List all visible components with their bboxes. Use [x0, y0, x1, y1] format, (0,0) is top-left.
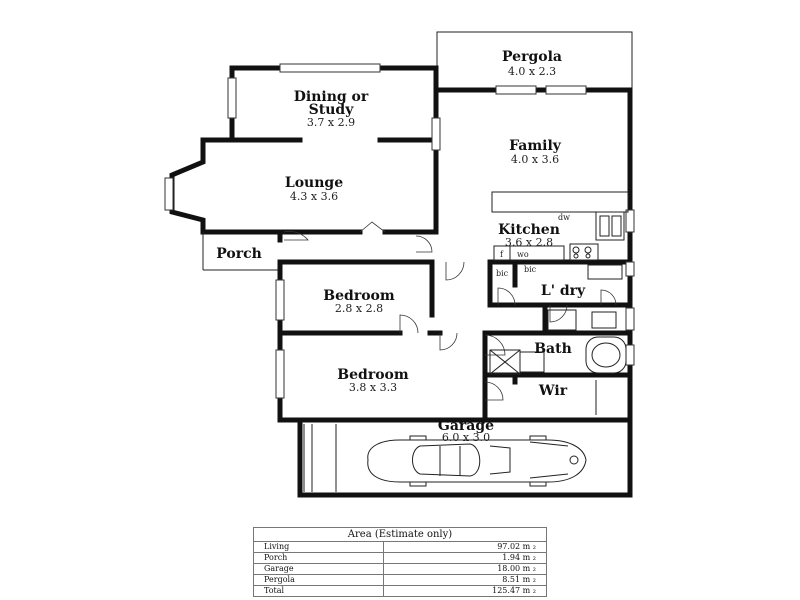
bath-label: Bath [534, 341, 572, 357]
garage-size: 6.0 x 3.0 [442, 431, 490, 444]
area-label: Porch [252, 552, 385, 564]
lounge-size: 4.3 x 3.6 [290, 190, 338, 203]
room-labels: Pergola 4.0 x 2.3 Dining or Study 3.7 x … [216, 49, 586, 444]
kitchen-size: 3.6 x 2.8 [505, 236, 553, 249]
area-table: Area (Estimate only) Living 97.02 m ₂ Po… [252, 527, 547, 597]
walls [169, 65, 633, 498]
dishwasher-label: dw [558, 213, 570, 222]
fixture-labels: dw f wo bic bic [496, 213, 570, 278]
dining-size: 3.7 x 2.9 [307, 116, 355, 129]
pergola-size: 4.0 x 2.3 [508, 65, 556, 78]
area-label: Pergola [252, 574, 385, 586]
area-value: 8.51 m ₂ [383, 574, 547, 586]
bedroom1-label: Bedroom [323, 288, 395, 304]
fridge-label: f [500, 250, 504, 259]
area-value: 1.94 m ₂ [383, 552, 547, 564]
wall-oven-label: wo [517, 250, 529, 259]
pergola-label: Pergola [502, 49, 562, 65]
bedroom2-size: 3.8 x 3.3 [349, 381, 397, 394]
area-value: 125.47 m ₂ [383, 585, 547, 597]
bedroom1-size: 2.8 x 2.8 [335, 302, 383, 315]
bic-label-2: bic [524, 265, 537, 274]
porch-label: Porch [216, 246, 262, 262]
windows [164, 63, 635, 492]
area-value: 97.02 m ₂ [383, 541, 547, 553]
wir-label: Wir [538, 383, 568, 399]
table-row: Porch 1.94 m ₂ [252, 552, 547, 564]
family-size: 4.0 x 3.6 [511, 153, 559, 166]
area-label: Total [252, 585, 385, 597]
lounge-label: Lounge [285, 175, 343, 191]
garage-label: Garage [438, 418, 494, 434]
table-row: Total 125.47 m ₂ [252, 585, 547, 597]
dining-label-line2: Study [309, 102, 355, 118]
table-row: Garage 18.00 m ₂ [252, 563, 547, 575]
area-value: 18.00 m ₂ [383, 563, 547, 575]
bedroom2-label: Bedroom [337, 367, 409, 383]
kitchen-label: Kitchen [498, 222, 560, 238]
door-swings [283, 221, 617, 401]
bath-fixtures [489, 336, 627, 375]
kitchen-fixtures [491, 191, 629, 331]
dining-label-line1: Dining or [294, 89, 369, 105]
area-table-title: Area (Estimate only) [253, 527, 547, 542]
laundry-label: L' dry [541, 283, 586, 299]
bic-label-1: bic [496, 269, 509, 278]
area-label: Living [252, 541, 385, 553]
car-icon [367, 435, 587, 487]
table-row: Living 97.02 m ₂ [252, 541, 547, 553]
area-label: Garage [252, 563, 385, 575]
family-label: Family [509, 138, 562, 154]
table-row: Pergola 8.51 m ₂ [252, 574, 547, 586]
